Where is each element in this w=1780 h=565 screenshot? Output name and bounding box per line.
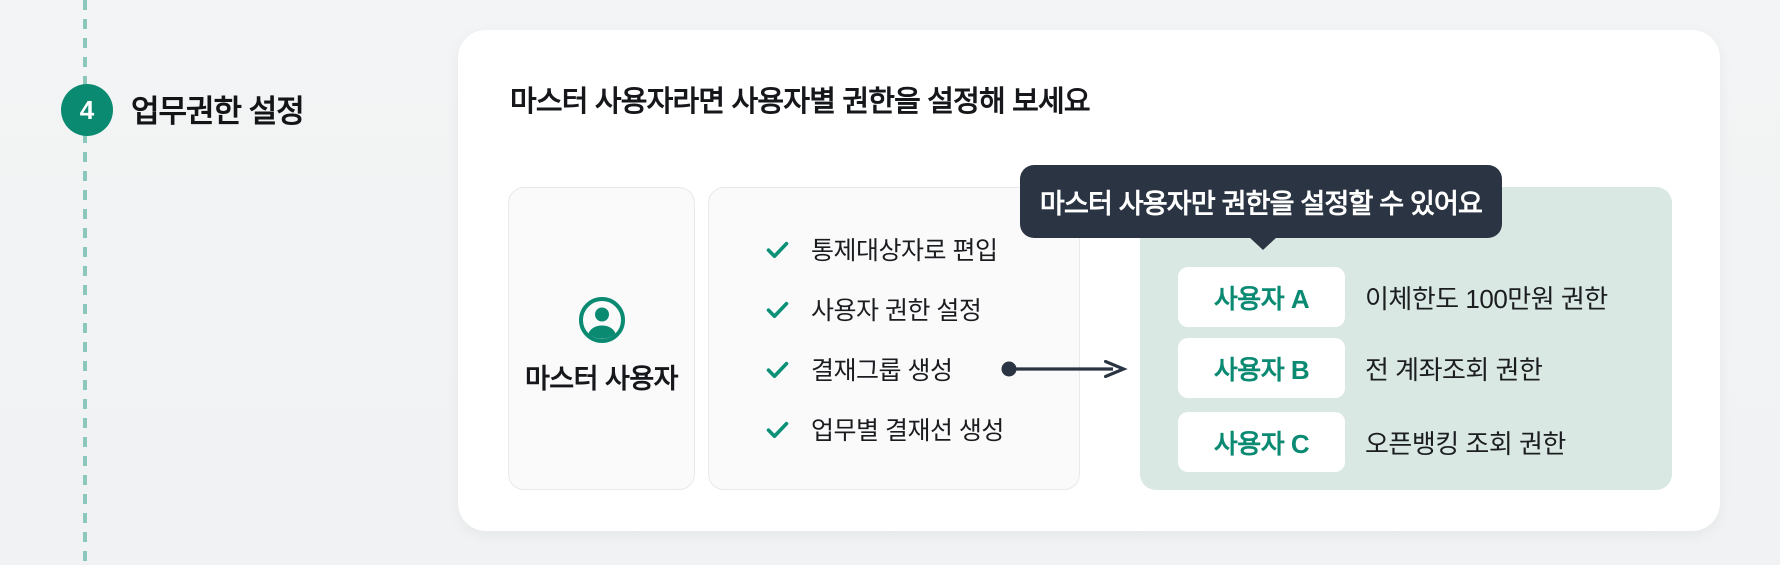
capability-label: 업무별 결재선 생성 [811,417,1004,445]
check-icon [766,241,789,258]
user-badge: 사용자 C [1178,412,1345,472]
capability-row: 결재그룹 생성 [764,351,1079,387]
user-permission-label: 이체한도 100만원 권한 [1365,283,1608,314]
permission-guide-card: 마스터 사용자라면 사용자별 권한을 설정해 보세요 마스터 사용자 통제대상자… [458,30,1720,531]
user-badge: 사용자 A [1178,267,1345,327]
master-user-box: 마스터 사용자 [508,187,695,490]
tooltip-caret [1248,236,1278,250]
master-only-tooltip: 마스터 사용자만 권한을 설정할 수 있어요 [1020,165,1502,250]
capability-row: 업무별 결재선 생성 [764,411,1079,447]
user-permission-row: 사용자 C 오픈뱅킹 조회 권한 [1178,412,1566,472]
user-permission-row: 사용자 B 전 계좌조회 권한 [1178,338,1543,398]
capability-row: 통제대상자로 편입 [764,231,1079,267]
step-rail-dashed-line [83,0,87,565]
tooltip-text: 마스터 사용자만 권한을 설정할 수 있어요 [1039,189,1483,219]
capability-row: 사용자 권한 설정 [764,291,1079,327]
capability-label: 결재그룹 생성 [811,357,953,385]
user-badge: 사용자 B [1178,338,1345,398]
card-title: 마스터 사용자라면 사용자별 권한을 설정해 보세요 [510,86,1091,118]
master-user-label: 마스터 사용자 [524,363,679,394]
user-permission-label: 전 계좌조회 권한 [1365,354,1543,385]
user-permission-row: 사용자 A 이체한도 100만원 권한 [1178,267,1608,327]
step-title: 업무권한 설정 [131,94,305,129]
person-circle-icon [578,296,625,343]
capability-label: 사용자 권한 설정 [811,297,982,325]
user-permission-label: 오픈뱅킹 조회 권한 [1365,428,1566,459]
capability-label: 통제대상자로 편입 [811,237,998,265]
check-icon [766,421,789,438]
arrow-right-icon [1001,360,1128,378]
step-number-badge: 4 [61,84,113,136]
check-icon [766,361,789,378]
check-icon [766,301,789,318]
step-number: 4 [79,94,95,125]
master-capabilities-box: 통제대상자로 편입 사용자 권한 설정 결재그룹 생성 업무별 결재선 생성 [708,187,1080,490]
